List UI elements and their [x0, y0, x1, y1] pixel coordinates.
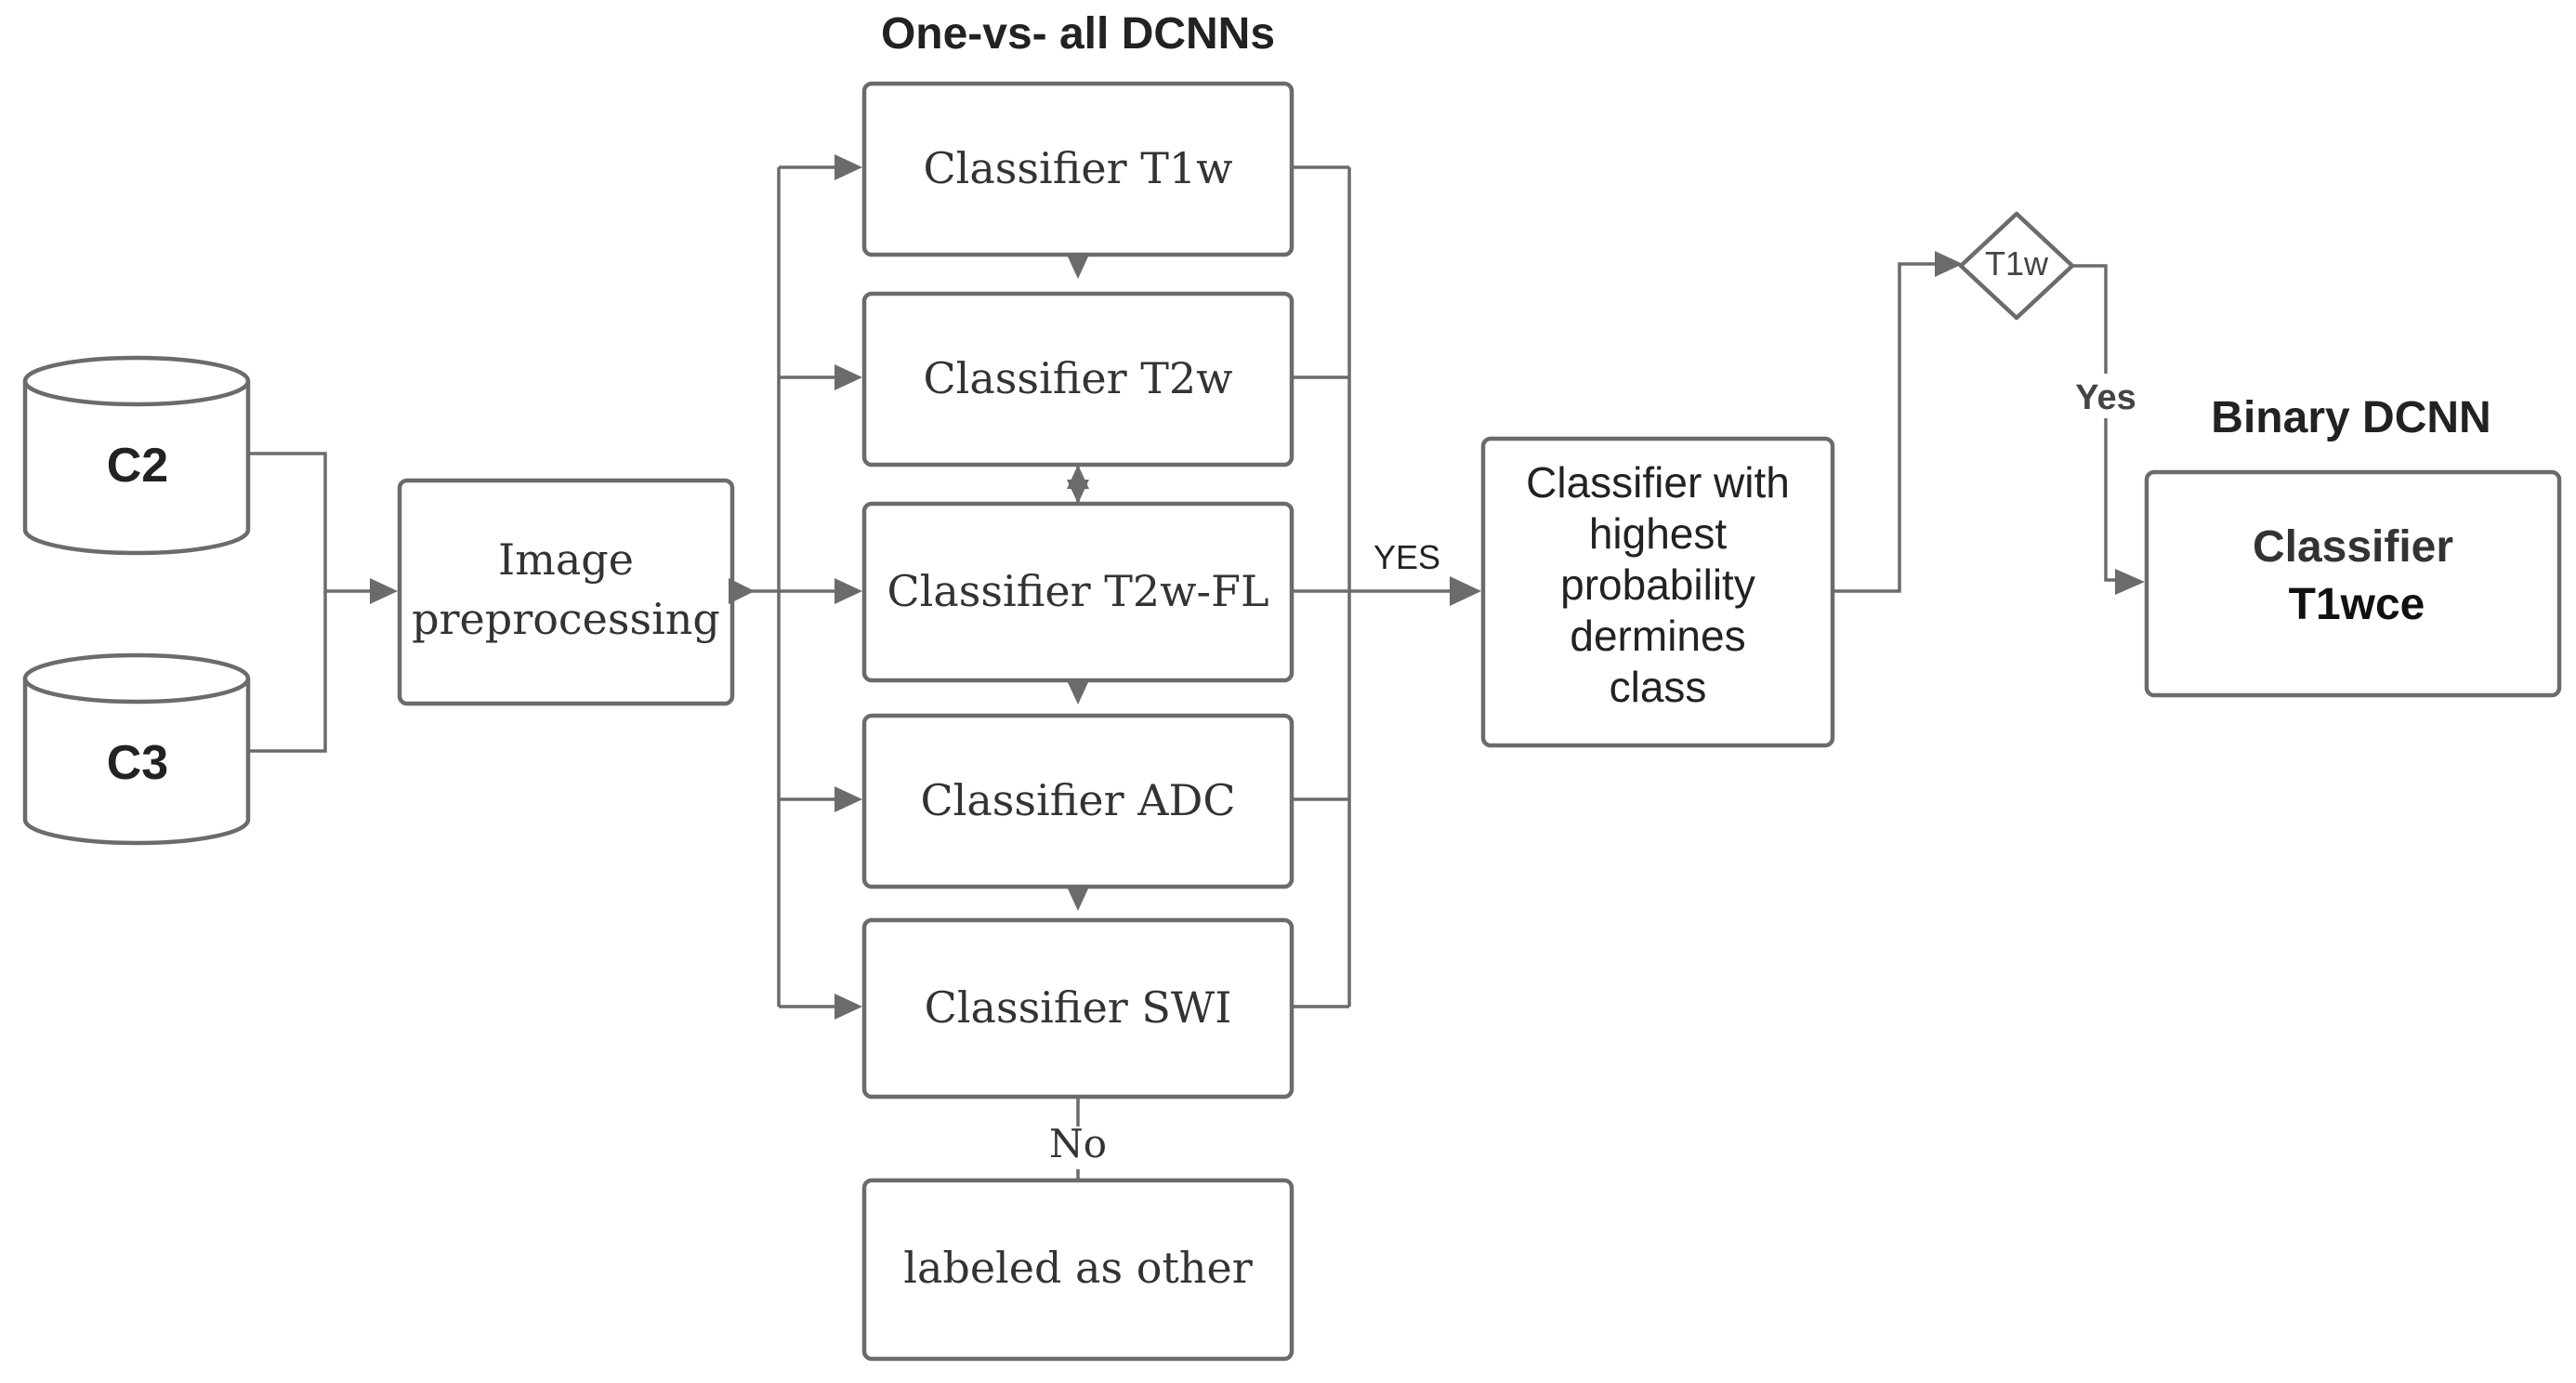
diamond-label: T1w: [1985, 244, 2049, 283]
classifier-adc-box: Classifier ADC: [861, 713, 1295, 889]
connector-decision-diamond: [1833, 262, 1940, 593]
one-vs-all-title: One-vs- all DCNNs: [881, 9, 1275, 59]
classifier-t2wfl-box: Classifier T2w-FL: [861, 501, 1295, 683]
classifier-swi-label: Classifier SWI: [925, 982, 1232, 1033]
decision-line5: class: [1610, 663, 1707, 711]
arrowhead-t1w: [835, 154, 862, 180]
chain-arrow-t1w-t2w: [1067, 255, 1089, 279]
arrowhead-swi: [835, 994, 862, 1020]
decision-line3: probability: [1560, 560, 1755, 609]
classifier-t1w-label: Classifier T1w: [923, 143, 1232, 193]
connector-c2-merge: [248, 452, 372, 593]
arrowhead-diamond-in: [1935, 251, 1963, 277]
yes-label: Yes: [2075, 378, 2136, 417]
labeled-other-label: labeled as other: [903, 1243, 1252, 1293]
c2-label: C2: [107, 439, 168, 493]
yes-label-bg: [2065, 374, 2149, 418]
connector-diamond-binary: [2072, 264, 2123, 582]
binary-classifier-box: Classifier T1wce: [2144, 469, 2562, 698]
binary-dcnn-title: Binary DCNN: [2211, 393, 2491, 442]
binary-line1: Classifier: [2253, 522, 2453, 572]
arrowhead-t2w: [835, 364, 862, 390]
image-preprocessing-box: Image preprocessing: [397, 478, 735, 706]
chain-arrow-adc-swi: [1067, 887, 1089, 911]
t1w-decision-diamond: T1w: [1958, 211, 2075, 321]
decision-line2: highest: [1589, 509, 1728, 558]
arrowhead-adc: [835, 786, 862, 812]
decision-box: Classifier with highest probability derm…: [1480, 436, 1835, 748]
chain-arrow-t2wfl-down: [1067, 480, 1089, 504]
binary-line2: T1wce: [2289, 580, 2425, 629]
labeled-other-box: labeled as other: [861, 1178, 1295, 1362]
classifier-t2w-label: Classifier T2w: [923, 353, 1232, 403]
arrowhead-preprocess-in: [370, 578, 398, 604]
yes-upper-label: YES: [1373, 538, 1440, 576]
datasource-c3: C3: [22, 652, 251, 846]
classifier-t1w-box: Classifier T1w: [861, 81, 1295, 257]
decision-line1: Classifier with: [1526, 458, 1790, 507]
classifier-swi-box: Classifier SWI: [861, 917, 1295, 1100]
arrowhead-binary-in: [2115, 569, 2145, 595]
preprocess-line2: preprocessing: [412, 594, 720, 644]
decision-line4: dermines: [1570, 612, 1745, 660]
classifier-adc-label: Classifier ADC: [920, 775, 1235, 825]
classifier-t2wfl-label: Classifier T2w-FL: [887, 566, 1268, 616]
chain-arrow-t2wfl-adc: [1067, 680, 1089, 705]
classifier-t2w-box: Classifier T2w: [861, 291, 1295, 468]
arrowhead-t2wfl: [835, 578, 862, 604]
datasource-c2: C2: [22, 355, 251, 556]
arrowhead-preprocess-out: [729, 578, 755, 604]
c3-label: C3: [107, 736, 168, 790]
arrowhead-decision-in: [1450, 576, 1481, 606]
connector-c3-merge: [248, 591, 327, 753]
no-label: No: [1049, 1121, 1107, 1166]
preprocess-line1: Image: [498, 534, 634, 585]
